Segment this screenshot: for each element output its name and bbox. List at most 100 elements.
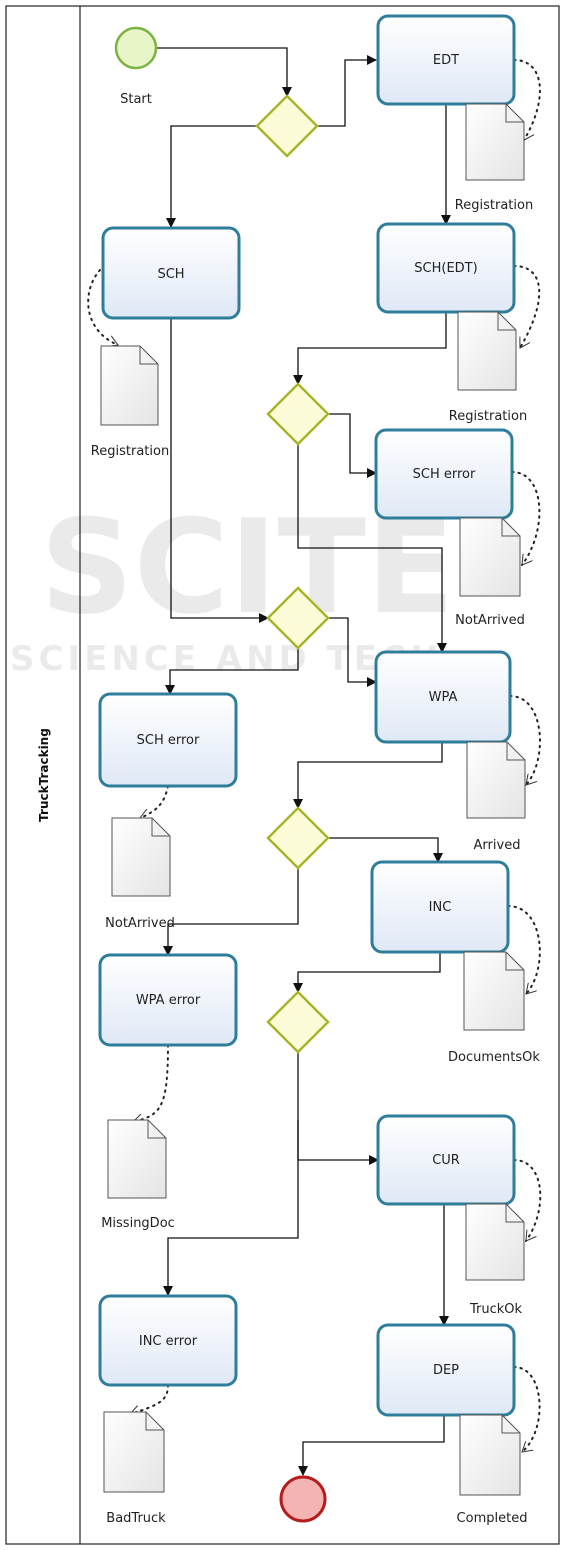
document-sch-error-right-icon — [459, 517, 521, 597]
sequence-flows — [156, 47, 451, 1476]
document-cur-label: TruckOk — [469, 1302, 523, 1317]
pool-label: TruckTracking — [37, 728, 51, 822]
document-sch-icon — [100, 345, 159, 426]
task-edt-label: EDT — [433, 53, 459, 68]
document-dep[interactable]: Completed — [457, 1414, 528, 1526]
document-sch-error-left[interactable]: NotArrived — [105, 817, 175, 931]
flow-schedt-to-gateway2 — [293, 312, 447, 385]
flow-sch-to-gateway3 — [170, 318, 269, 623]
document-sch-error-right-label: NotArrived — [455, 613, 525, 628]
flow-gateway5-to-cur — [297, 1052, 379, 1165]
document-wpa-error-label: MissingDoc — [101, 1216, 175, 1231]
watermark-small-text: SCIENCE AND TECH — [10, 639, 442, 679]
task-wpa-error[interactable]: WPA error — [98, 953, 238, 1047]
task-edt-box — [376, 14, 516, 106]
document-inc[interactable]: DocumentsOk — [448, 951, 540, 1065]
document-dep-icon — [459, 1414, 521, 1496]
start-event[interactable]: Start — [114, 26, 158, 107]
flow-dep-to-end — [298, 1415, 445, 1476]
assoc-scherror-right-doc — [511, 471, 541, 566]
pool-border — [5, 5, 560, 1545]
flow-gateway4-to-inc — [328, 837, 443, 863]
task-sch-box — [101, 226, 241, 320]
flow-gateway3-to-scherror-left — [165, 648, 299, 695]
document-inc-error-label: BadTruck — [106, 1511, 166, 1526]
task-sch-error-right-label: SCH error — [413, 467, 476, 482]
task-inc-error-label: INC error — [139, 1334, 198, 1349]
document-inc-error[interactable]: BadTruck — [103, 1411, 166, 1526]
document-inc-icon — [463, 951, 525, 1031]
task-sch-error-right-box — [374, 428, 514, 520]
document-wpa-error-icon — [107, 1119, 167, 1199]
gateways — [255, 94, 330, 1054]
document-sch-error-right[interactable]: NotArrived — [455, 517, 525, 628]
task-sch-error-left[interactable]: SCH error — [98, 692, 238, 788]
gateway-2[interactable] — [266, 382, 330, 446]
task-sch-label: SCH — [157, 267, 184, 282]
document-edt-label: Registration — [455, 198, 533, 213]
task-inc-box — [370, 860, 510, 954]
document-wpa-error[interactable]: MissingDoc — [101, 1119, 175, 1231]
task-cur[interactable]: CUR — [376, 1114, 516, 1206]
task-inc-error[interactable]: INC error — [98, 1294, 238, 1387]
task-inc[interactable]: INC — [370, 860, 510, 954]
document-sch-edt-label: Registration — [449, 409, 527, 424]
task-inc-error-box — [98, 1294, 238, 1387]
document-wpa-label: Arrived — [474, 838, 521, 853]
document-cur[interactable]: TruckOk — [465, 1203, 525, 1317]
assoc-inc-doc — [507, 905, 541, 995]
flow-wpa-to-gateway4 — [293, 742, 443, 809]
flow-inc-to-gateway5 — [293, 952, 441, 993]
task-inc-label: INC — [429, 900, 452, 915]
assoc-cur-doc — [513, 1159, 542, 1242]
gateway-3[interactable] — [266, 586, 330, 650]
document-edt[interactable]: Registration — [455, 103, 533, 213]
flow-gateway4-to-wpaerror — [163, 868, 299, 956]
document-sch-edt-icon — [457, 311, 517, 391]
task-sch-edt-box — [376, 222, 516, 314]
assoc-wpaerror-doc — [132, 1044, 169, 1122]
task-sch-edt[interactable]: SCH(EDT) — [376, 222, 516, 314]
assoc-incerror-doc — [129, 1384, 169, 1414]
gateway-1[interactable] — [255, 94, 319, 158]
gateway-5[interactable] — [266, 990, 330, 1054]
task-sch[interactable]: SCH — [101, 226, 241, 320]
assoc-schedt-doc — [513, 265, 541, 349]
start-event-label: Start — [120, 92, 152, 107]
assoc-edt-doc — [513, 59, 541, 141]
assoc-scherror-left-doc — [139, 785, 169, 818]
task-edt[interactable]: EDT — [376, 14, 516, 106]
gateway-4[interactable] — [266, 806, 330, 870]
task-wpa[interactable]: WPA — [374, 650, 512, 744]
task-dep-label: DEP — [433, 1363, 459, 1378]
start-event-circle[interactable] — [114, 26, 158, 70]
task-sch-error-right[interactable]: SCH error — [374, 428, 514, 520]
flow-gateway2-to-wpa — [297, 444, 447, 653]
assoc-sch-doc — [87, 269, 119, 345]
flow-gateway1-to-edt — [317, 55, 377, 127]
end-event-circle[interactable] — [279, 1475, 327, 1523]
task-cur-box — [376, 1114, 516, 1206]
document-sch-error-left-icon — [111, 817, 171, 897]
task-dep[interactable]: DEP — [376, 1323, 516, 1417]
task-wpa-error-label: WPA error — [136, 993, 201, 1008]
task-sch-error-left-box — [98, 692, 238, 788]
end-event[interactable] — [279, 1475, 327, 1523]
document-sch[interactable]: Registration — [91, 345, 169, 459]
pool: TruckTracking — [5, 5, 560, 1545]
task-dep-box — [376, 1323, 516, 1417]
flow-gateway3-to-wpa — [328, 617, 377, 687]
document-edt-icon — [465, 103, 525, 181]
task-wpa-error-box — [98, 953, 238, 1047]
document-wpa[interactable]: Arrived — [466, 741, 526, 853]
task-sch-edt-label: SCH(EDT) — [414, 261, 477, 276]
document-sch-edt[interactable]: Registration — [449, 311, 527, 424]
document-inc-error-icon — [103, 1411, 165, 1493]
task-wpa-label: WPA — [429, 690, 458, 705]
flow-gateway1-to-sch — [166, 125, 257, 228]
tasks: EDT SCH SCH(EDT) SCH error WPA SCH error… — [98, 14, 516, 1417]
document-cur-icon — [465, 1203, 525, 1281]
flow-gateway5-to-incerror — [163, 1120, 299, 1296]
